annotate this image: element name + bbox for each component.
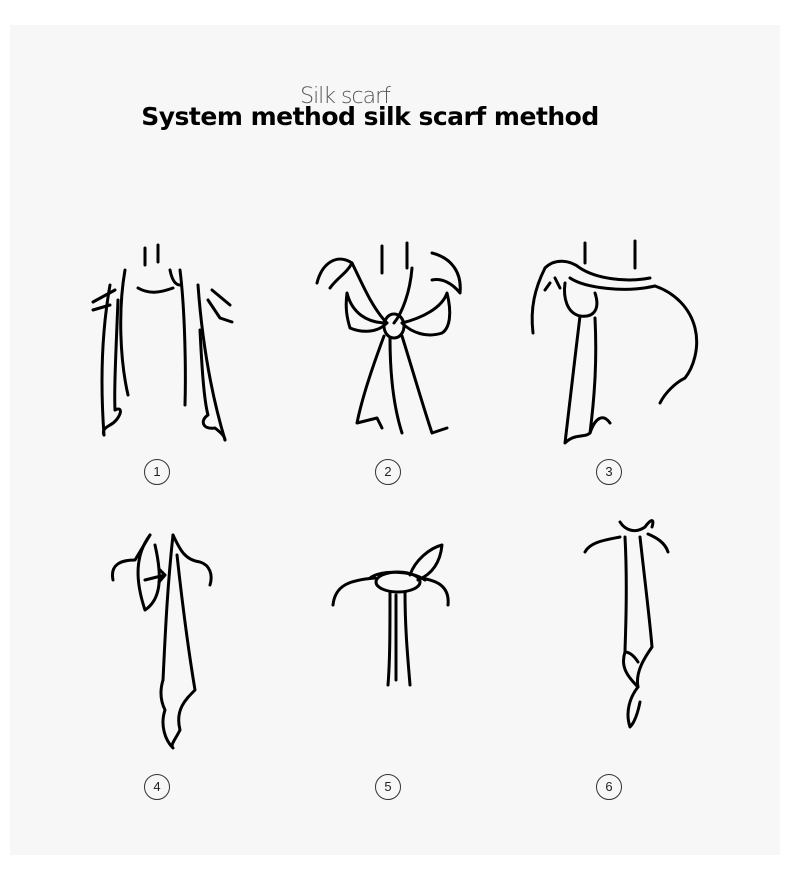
scarf-illustration-step-6 xyxy=(580,512,670,737)
step-number-2: 2 xyxy=(375,459,401,485)
scarf-illustration-step-3 xyxy=(525,238,705,448)
scarf-illustration-step-1 xyxy=(90,240,240,445)
subtitle: Silk scarf xyxy=(300,84,391,109)
page-title: System method silk scarf method xyxy=(141,102,599,131)
step-number-1: 1 xyxy=(144,459,170,485)
step-number-6: 6 xyxy=(596,774,622,800)
step-number-3: 3 xyxy=(596,459,622,485)
step-number-5: 5 xyxy=(375,774,401,800)
background-panel xyxy=(10,25,780,855)
step-number-4: 4 xyxy=(144,774,170,800)
scarf-illustration-step-2 xyxy=(312,238,472,443)
scarf-illustration-step-5 xyxy=(330,540,455,690)
scarf-illustration-step-4 xyxy=(105,530,215,755)
